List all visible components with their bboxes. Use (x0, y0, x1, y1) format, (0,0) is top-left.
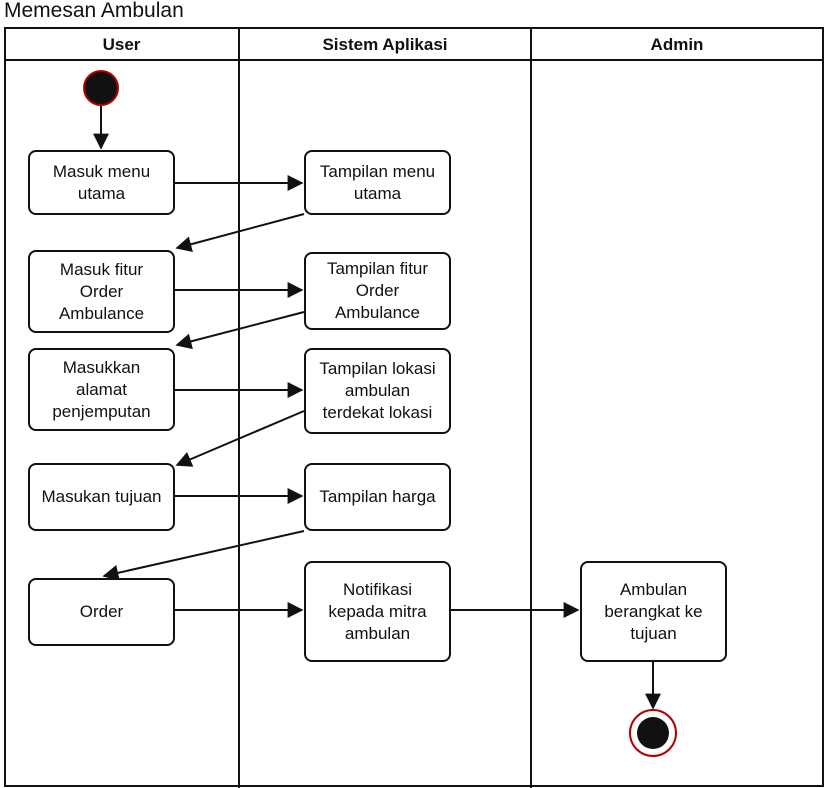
lane-header-user: User (102, 34, 141, 54)
edge-tampilan-lokasi-to-masukan-tujuan (175, 410, 305, 467)
start-node (83, 70, 119, 106)
node-tampilan-menu-utama: Tampilan menu utama (304, 150, 451, 215)
swimlane-frame (4, 27, 824, 787)
node-tampilan-harga: Tampilan harga (304, 463, 451, 531)
node-ambulan-berangkat: Ambulan berangkat ke tujuan (580, 561, 727, 662)
edge-tampilan-fitur-to-masukkan-alamat (175, 311, 305, 350)
edge-tampilan-menu-to-masuk-fitur (175, 213, 305, 253)
lane-header-admin: Admin (650, 34, 704, 54)
end-node-core (637, 717, 669, 749)
node-masuk-fitur-order: Masuk fitur Order Ambulance (28, 250, 175, 333)
diagram-title: Memesan Ambulan (4, 0, 184, 22)
node-order: Order (28, 578, 175, 646)
node-tampilan-lokasi: Tampilan lokasi ambulan terdekat lokasi (304, 348, 451, 434)
node-masukkan-alamat: Masukkan alamat penjemputan (28, 348, 175, 431)
node-tampilan-fitur-order: Tampilan fitur Order Ambulance (304, 252, 451, 330)
lane-header-sistem-aplikasi: Sistem Aplikasi (322, 34, 448, 54)
lane-divider-1 (238, 27, 240, 788)
node-masukan-tujuan: Masukan tujuan (28, 463, 175, 531)
node-notifikasi-mitra: Notifikasi kepada mitra ambulan (304, 561, 451, 662)
node-masuk-menu-utama: Masuk menu utama (28, 150, 175, 215)
header-divider (4, 59, 824, 61)
lane-divider-2 (530, 27, 532, 788)
edge-tampilan-harga-to-order (102, 530, 305, 581)
